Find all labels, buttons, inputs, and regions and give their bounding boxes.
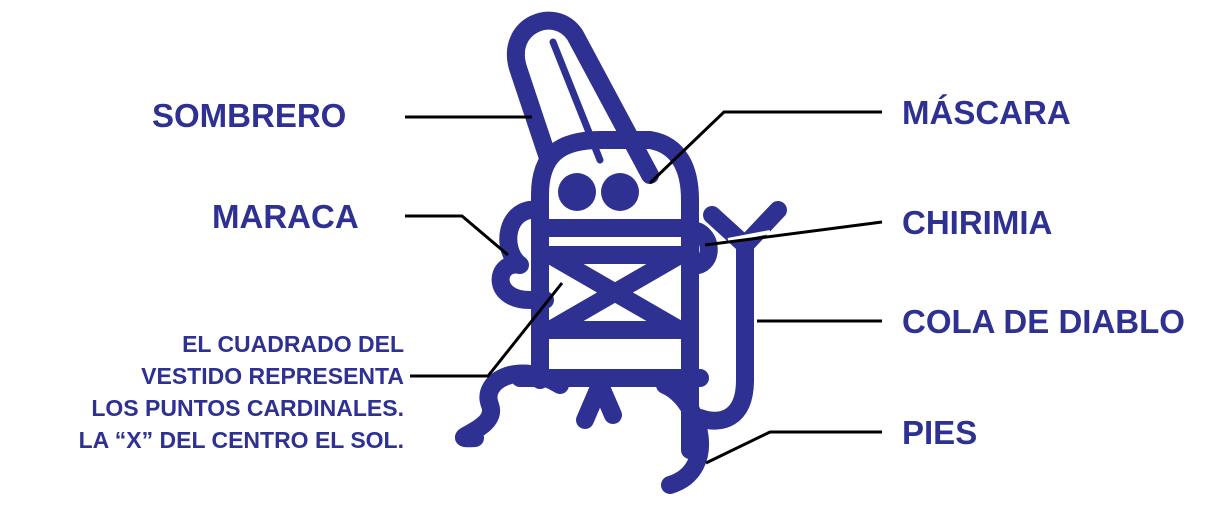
label-maraca: MARACA [212, 200, 359, 233]
label-cola-de-diablo: COLA DE DIABLO [902, 305, 1185, 338]
dress-note: EL CUADRADO DEL VESTIDO REPRESENTA LOS P… [79, 328, 404, 456]
leader-maraca [405, 216, 508, 255]
right-eye [601, 173, 639, 211]
left-eye [558, 173, 596, 211]
label-sombrero: SOMBRERO [152, 99, 346, 132]
label-pies: PIES [902, 416, 977, 449]
note-line-4: LA “X” DEL CENTRO EL SOL. [79, 424, 404, 456]
left-foot [464, 374, 560, 439]
note-line-3: LOS PUNTOS CARDINALES. [79, 392, 404, 424]
leader-pies [706, 432, 882, 463]
label-chirimia: CHIRIMIA [902, 206, 1052, 239]
center-foot [585, 385, 613, 420]
note-line-2: VESTIDO REPRESENTA [79, 360, 404, 392]
hat-outline [516, 21, 650, 175]
label-mascara: MÁSCARA [902, 96, 1071, 129]
note-line-1: EL CUADRADO DEL [79, 328, 404, 360]
